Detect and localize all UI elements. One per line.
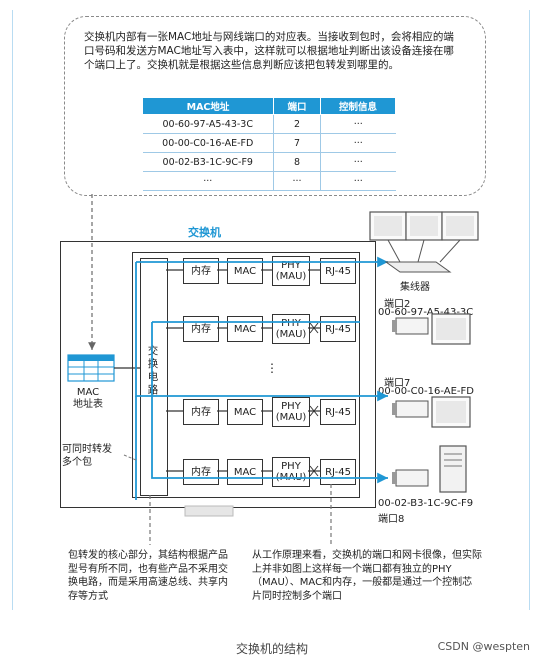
- cell-port: ···: [273, 171, 321, 191]
- rj45-block: RJ-45: [320, 399, 356, 425]
- mac-block: MAC: [227, 316, 263, 342]
- memory-block: 内存: [183, 316, 219, 342]
- mac-table-icon: [67, 354, 115, 382]
- port-label: 端口7: [384, 378, 411, 389]
- hub-icon: [384, 261, 452, 273]
- monitor-icon: [441, 211, 479, 241]
- network-card-icon: [392, 317, 429, 335]
- mac-block: MAC: [227, 399, 263, 425]
- transformer-icons: [309, 322, 319, 477]
- cell-control: ···: [320, 114, 396, 134]
- phy-block: PHY (MAU): [272, 397, 310, 427]
- table-row: 00-00-C0-16-AE-FD 7 ···: [142, 133, 396, 153]
- switch-bottom-tab: [184, 505, 234, 517]
- header-mac: MAC地址: [142, 97, 274, 115]
- multi-forward-label: 可同时转发 多个包: [62, 444, 112, 468]
- cell-mac: 00-02-B3-1C-9C-F9: [142, 152, 274, 172]
- server-tower-icon: [439, 445, 467, 493]
- callout-bubble: [64, 16, 486, 196]
- switching-circuit: [140, 258, 168, 496]
- multi-forward-pointer: [123, 454, 137, 461]
- header-port: 端口: [273, 97, 321, 115]
- port-label: 端口8: [378, 514, 405, 525]
- table-row: 00-60-97-A5-43-3C 2 ···: [142, 114, 396, 134]
- cell-control: ···: [320, 133, 396, 153]
- cell-port: 2: [273, 114, 321, 134]
- table-header-row: MAC地址 端口 控制信息: [142, 97, 396, 115]
- figure-caption: 交换机的结构: [235, 642, 308, 656]
- hub-cables: [387, 239, 461, 263]
- table-row: ··· ··· ···: [142, 171, 396, 191]
- network-card-icon: [392, 469, 429, 487]
- mac-table-label: MAC 地址表: [73, 387, 103, 410]
- rj45-block: RJ-45: [320, 459, 356, 485]
- note-switching-circuit: 包转发的核心部分，其结构根据产品型号有所不同，也有些产品不采用交换电路，而是采用…: [68, 550, 228, 602]
- phy-block: PHY (MAU): [272, 314, 310, 344]
- monitor-icon: [405, 211, 443, 241]
- switching-circuit-label: 交换电路: [147, 345, 159, 396]
- pc-monitor-icon: [431, 396, 471, 428]
- rj45-block: RJ-45: [320, 316, 356, 342]
- memory-block: 内存: [183, 399, 219, 425]
- port-mac-label: 00-00-C0-16-AE-FD: [378, 386, 474, 397]
- watermark: CSDN @wespten: [437, 640, 530, 653]
- monitor-icon: [369, 211, 407, 241]
- pc-monitor-icon: [431, 313, 471, 345]
- port-label: 端口2: [384, 299, 411, 310]
- cell-mac: ···: [142, 171, 274, 191]
- cell-control: ···: [320, 152, 396, 172]
- figure-frame: [12, 10, 530, 610]
- block-connectors: [166, 269, 320, 472]
- mac-block: MAC: [227, 459, 263, 485]
- switch-internal-box: [132, 252, 360, 498]
- note-ports: 从工作原理来看，交换机的端口和网卡很像，但实际上并非如图上这样每一个端口都有独立…: [252, 550, 482, 602]
- hub-label: 集线器: [400, 282, 430, 293]
- phy-block: PHY (MAU): [272, 256, 310, 286]
- table-row: 00-02-B3-1C-9C-F9 8 ···: [142, 152, 396, 172]
- more-ports-dots: ⋮: [266, 361, 278, 375]
- switch-label: 交换机: [188, 226, 221, 239]
- callout-text: 交换机内部有一张MAC地址与网线端口的对应表。当接收到包时，会将相应的端口号码和…: [84, 31, 454, 71]
- network-card-icon: [392, 400, 429, 418]
- cell-port: 7: [273, 133, 321, 153]
- header-control: 控制信息: [320, 97, 396, 115]
- cell-port: 8: [273, 152, 321, 172]
- port-mac-label: 00-02-B3-1C-9C-F9: [378, 498, 474, 509]
- mac-address-table: MAC地址 端口 控制信息 00-60-97-A5-43-3C 2 ··· 00…: [142, 97, 396, 191]
- packet-flow-lines: [135, 256, 388, 500]
- cell-mac: 00-60-97-A5-43-3C: [142, 114, 274, 134]
- memory-block: 内存: [183, 459, 219, 485]
- port-mac-label: 00-60-97-A5-43-3C: [378, 307, 474, 318]
- cell-control: ···: [320, 171, 396, 191]
- cell-mac: 00-00-C0-16-AE-FD: [142, 133, 274, 153]
